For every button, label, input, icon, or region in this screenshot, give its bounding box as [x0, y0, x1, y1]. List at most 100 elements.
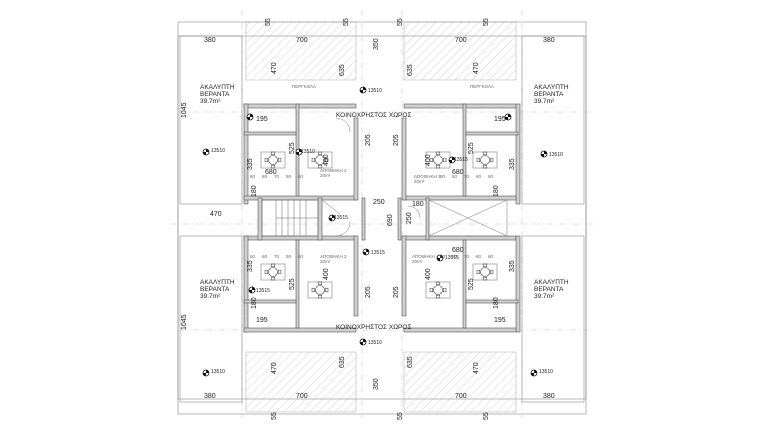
dim-525: 525: [289, 142, 296, 154]
dim-195: 195: [494, 116, 506, 123]
svg-text:70: 70: [274, 254, 280, 259]
dim-700: 700: [296, 393, 308, 400]
dim-180: 180: [251, 297, 258, 309]
dim-55: 55: [265, 18, 272, 26]
elevator-shaft: [428, 199, 508, 237]
svg-text:13515: 13515: [256, 288, 270, 294]
dim-470: 470: [271, 362, 278, 374]
dim-400: 400: [323, 268, 330, 280]
svg-text:13510: 13510: [368, 340, 382, 346]
dim-250: 250: [373, 199, 385, 206]
svg-text:60: 60: [250, 174, 256, 179]
svg-text:50: 50: [286, 174, 292, 179]
svg-text:20m²: 20m²: [412, 259, 423, 264]
svg-text:13510: 13510: [549, 152, 563, 158]
level-values: 13510 13510 13510 13510 13510 13510 1351…: [211, 88, 563, 375]
svg-text:13515: 13515: [454, 157, 468, 163]
svg-text:80: 80: [440, 174, 446, 179]
dim-400: 400: [425, 268, 432, 280]
kitchen-dimension-row: 60 60 70 50 80 80 50 70 60 60 60 60 70 5…: [250, 174, 494, 259]
svg-text:ΒΕΡΑΝΤΑ: ΒΕΡΑΝΤΑ: [534, 91, 564, 98]
dim-350: 350: [373, 38, 380, 50]
svg-text:13515: 13515: [334, 215, 348, 221]
svg-text:39.7m²: 39.7m²: [534, 293, 555, 300]
dimension-labels: 380 700 700 380 380 700 700 380 350 350 …: [181, 18, 555, 420]
common-area-label: ΚΟΙΝΟΧΡΗΣΤΟΣ ΧΩΡΟΣ: [336, 324, 411, 331]
dim-335: 335: [247, 158, 254, 170]
svg-text:39.7m²: 39.7m²: [200, 98, 221, 105]
dim-335: 335: [247, 260, 254, 272]
svg-text:70: 70: [464, 174, 470, 179]
dim-55: 55: [483, 18, 490, 26]
dim-55: 55: [343, 18, 350, 26]
grid-axes: [170, 10, 596, 420]
svg-text:60: 60: [488, 174, 494, 179]
svg-text:60: 60: [476, 174, 482, 179]
dim-400: 400: [425, 154, 432, 166]
dim-525: 525: [468, 142, 475, 154]
svg-text:20m²: 20m²: [320, 173, 331, 178]
dim-350: 350: [373, 378, 380, 390]
veranda-label: ΑΚΑΛΥΠΤΗ: [200, 84, 235, 91]
dim-690: 690: [387, 214, 394, 226]
svg-text:60: 60: [488, 254, 494, 259]
dim-55: 55: [483, 412, 490, 420]
dim-635: 635: [407, 356, 414, 368]
svg-text:80: 80: [298, 174, 304, 179]
dim-700: 700: [455, 393, 467, 400]
dim-635: 635: [339, 64, 346, 76]
svg-text:60: 60: [262, 254, 268, 259]
storage-label: ΑΠΟΘΗΚΗ 2: [320, 168, 347, 173]
dim-470: 470: [473, 62, 480, 74]
dim-250: 250: [406, 212, 413, 224]
svg-text:39.7m²: 39.7m²: [534, 98, 555, 105]
dim-180: 180: [412, 201, 424, 208]
dim-380: 380: [543, 393, 555, 400]
dim-335: 335: [509, 260, 516, 272]
dim-700: 700: [455, 37, 467, 44]
svg-text:13510: 13510: [539, 369, 553, 375]
veranda-label: ΑΚΑΛΥΠΤΗ: [534, 84, 569, 91]
pergola-label: ΠΕΡΓΚΟΛΑ: [470, 84, 494, 89]
dim-335: 335: [509, 158, 516, 170]
dim-205: 205: [393, 286, 400, 298]
dim-55: 55: [271, 412, 278, 420]
svg-text:20m²: 20m²: [320, 259, 331, 264]
dim-195: 195: [256, 116, 268, 123]
dim-380: 380: [204, 393, 216, 400]
svg-text:70: 70: [274, 174, 280, 179]
svg-text:ΒΕΡΑΝΤΑ: ΒΕΡΑΝΤΑ: [200, 286, 230, 293]
svg-text:13515: 13515: [445, 255, 459, 261]
svg-text:50: 50: [452, 254, 458, 259]
svg-text:80: 80: [440, 254, 446, 259]
svg-text:13510: 13510: [211, 148, 225, 154]
storage-label: ΑΠΟΘΗΚΗ 3: [414, 174, 441, 179]
svg-text:60: 60: [262, 174, 268, 179]
dim-205: 205: [393, 134, 400, 146]
svg-text:50: 50: [452, 174, 458, 179]
dim-680: 680: [452, 247, 464, 254]
storage-label: ΑΠΟΘΗΚΗ 4: [412, 254, 439, 259]
dim-1045: 1045: [181, 314, 188, 330]
stair-icon: [261, 199, 319, 237]
dim-525: 525: [468, 278, 475, 290]
dim-380: 380: [543, 37, 555, 44]
dim-205: 205: [365, 134, 372, 146]
veranda-label: ΑΚΑΛΥΠΤΗ: [534, 279, 569, 286]
common-area-label: ΚΟΙΝΟΧΡΗΣΤΟΣ ΧΩΡΟΣ: [336, 112, 411, 119]
dim-680: 680: [265, 169, 277, 176]
dim-470: 470: [473, 362, 480, 374]
dim-525: 525: [289, 278, 296, 290]
dim-680: 680: [452, 169, 464, 176]
dim-700: 700: [296, 37, 308, 44]
level-marker-icon: [202, 86, 548, 377]
dim-205: 205: [365, 286, 372, 298]
storage-label: ΑΠΟΘΗΚΗ 2: [320, 254, 347, 259]
dim-635: 635: [407, 64, 414, 76]
frame-lines: [177, 21, 587, 415]
svg-text:13510: 13510: [368, 88, 382, 94]
veranda-outlines: [179, 35, 585, 403]
dim-635: 635: [339, 356, 346, 368]
svg-text:70: 70: [464, 254, 470, 259]
